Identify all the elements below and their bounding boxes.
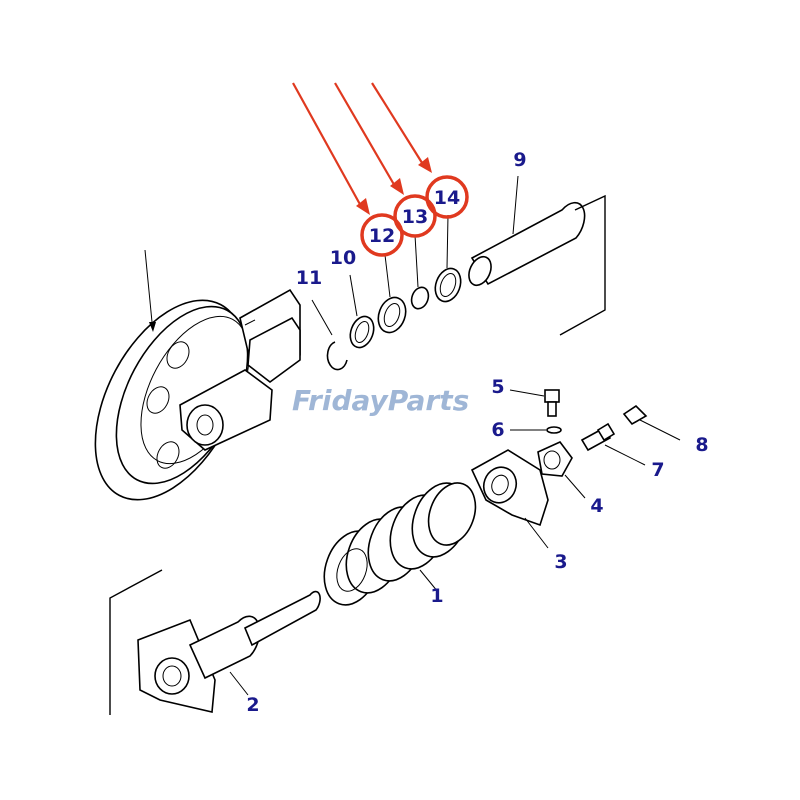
callout-12: 12 (369, 225, 395, 247)
callout-5: 5 (491, 376, 504, 398)
callout-9: 9 (513, 149, 526, 171)
callout-14: 14 (434, 187, 460, 209)
highlight-circle-12 (360, 213, 404, 257)
ring-11 (311, 299, 348, 371)
washer-6 (510, 426, 562, 434)
spring-1 (323, 482, 477, 606)
callout-4: 4 (590, 495, 603, 517)
shaft-9 (468, 175, 606, 336)
svg-text:FridayParts: FridayParts (292, 384, 469, 417)
callout-3: 3 (554, 551, 567, 573)
highlight-circle-13 (393, 194, 437, 238)
ring-12 (377, 254, 407, 334)
nut-4 (537, 441, 586, 499)
bolt-5 (509, 389, 560, 417)
callout-13: 13 (402, 206, 428, 228)
cap-8 (622, 404, 681, 441)
callout-10: 10 (330, 247, 356, 269)
callout-2: 2 (246, 694, 259, 716)
highlight-arrows (292, 82, 432, 215)
callout-1: 1 (430, 585, 443, 607)
watermark-logo: FridayParts (292, 384, 469, 417)
callout-6: 6 (491, 419, 504, 441)
callout-8: 8 (695, 434, 708, 456)
idler-wheel (94, 249, 301, 501)
fitting-7 (580, 422, 646, 466)
bracket-3 (470, 449, 549, 549)
ring-14 (434, 214, 462, 303)
callout-7: 7 (651, 459, 664, 481)
ring-10 (349, 274, 375, 349)
rod-2 (109, 569, 321, 715)
highlight-circle-14 (425, 175, 469, 219)
callout-11: 11 (296, 267, 322, 289)
ring-13 (410, 234, 430, 310)
